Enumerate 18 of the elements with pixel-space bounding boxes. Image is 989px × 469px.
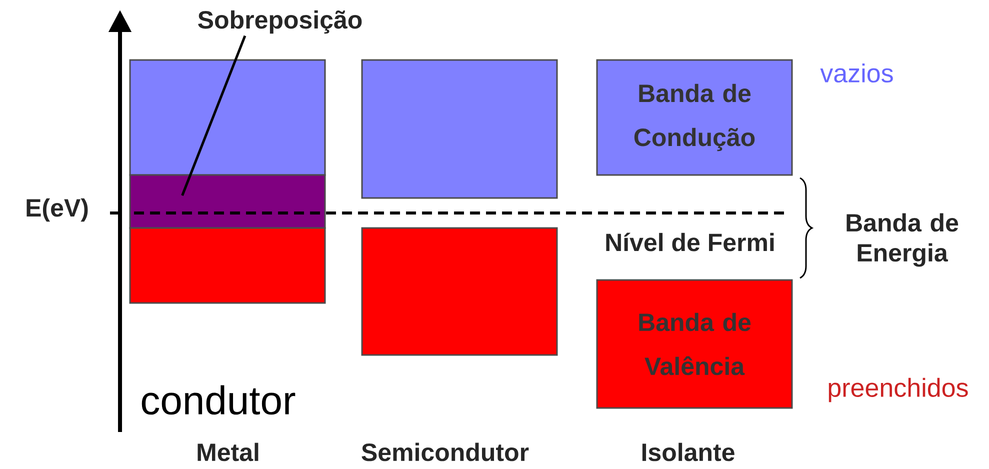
conduction-band [129, 59, 326, 176]
overlap-label: Sobreposição [198, 10, 362, 34]
valence-band [361, 227, 558, 356]
conduction-band [361, 59, 558, 199]
conduction-band: Banda de Condução [596, 59, 793, 176]
leader-line [181, 35, 246, 196]
legend-text: preenchidos [828, 378, 968, 402]
caption-text: condutor [142, 385, 296, 415]
column-label: Isolante [642, 442, 734, 462]
legend-text: vazios [820, 63, 893, 83]
axis-label: E(eV) [26, 198, 88, 222]
brace-label: Banda de Energia [846, 213, 958, 267]
fermi-level-label: Nível de Fermi [602, 230, 778, 254]
column-label: Metal [198, 442, 258, 462]
valence-band [129, 227, 326, 304]
column-label: Semicondutor [362, 442, 529, 462]
overlap-band [129, 174, 326, 229]
valence-band: Banda de Valência [596, 279, 793, 409]
